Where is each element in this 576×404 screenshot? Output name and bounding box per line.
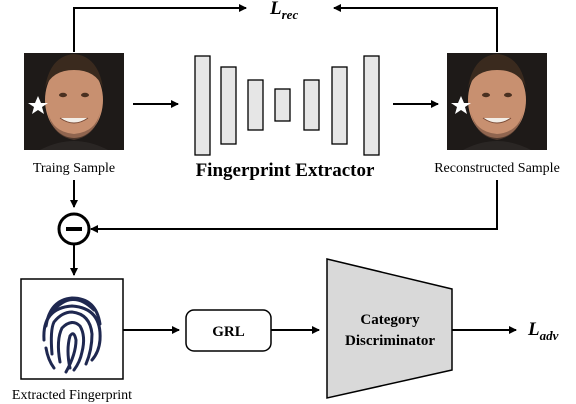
fingerprint-extractor xyxy=(194,55,380,156)
fingerprint-extractor-label: Fingerprint Extractor xyxy=(196,160,375,181)
grl-label: GRL xyxy=(212,324,245,340)
extractor-layer xyxy=(363,55,380,156)
extractor-layer xyxy=(274,88,291,122)
extractor-layer xyxy=(220,66,237,145)
reconstructed-sample-caption: Reconstructed Sample xyxy=(434,161,560,176)
minus-icon xyxy=(66,227,82,231)
loss-adv-label: Ladv xyxy=(527,319,559,343)
extractor-layer xyxy=(247,79,264,131)
extractor-layer xyxy=(194,55,211,156)
category-discriminator-shape xyxy=(326,258,453,399)
subtract-operator xyxy=(57,212,91,246)
reconstructed-sample-image xyxy=(447,53,547,150)
extractor-layer xyxy=(331,66,348,145)
extractor-layer xyxy=(303,79,320,131)
extracted-fingerprint-caption: Extracted Fingerprint xyxy=(12,388,132,403)
training-sample-caption: Traing Sample xyxy=(33,161,115,176)
discriminator-label-line2: Discriminator xyxy=(345,333,435,349)
arrow-training-to-lrec xyxy=(73,4,247,52)
discriminator-label-line1: Category xyxy=(360,312,420,328)
extracted-fingerprint-box xyxy=(20,278,124,380)
training-sample-image xyxy=(24,53,124,150)
arrow-reconstructed-to-lrec xyxy=(333,4,498,52)
loss-rec-label: Lrec xyxy=(269,0,298,22)
fingerprint-icon xyxy=(42,296,102,374)
arrow-reconstructed-to-subtract xyxy=(90,180,498,233)
